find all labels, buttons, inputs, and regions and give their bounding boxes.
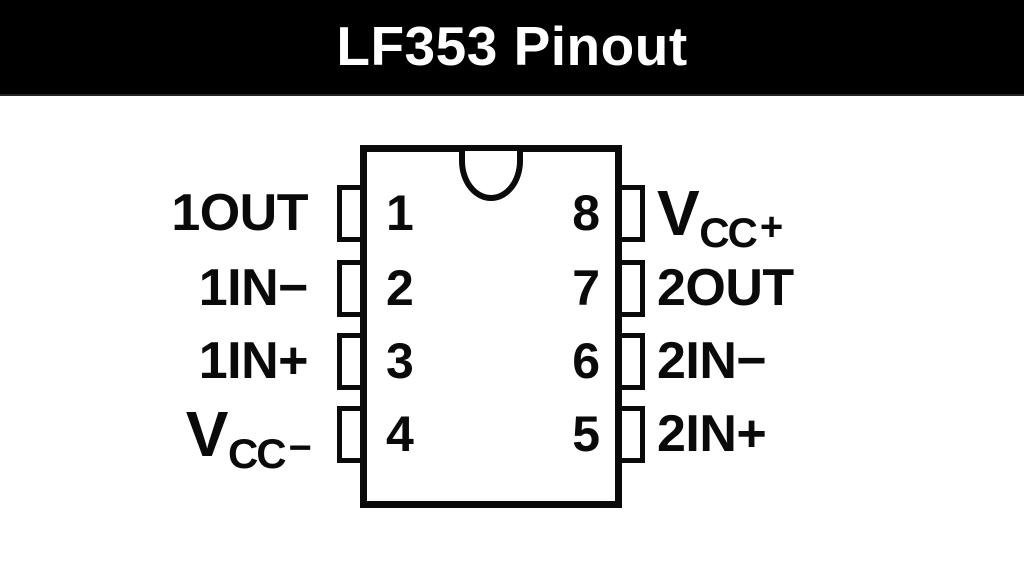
pin-label-text: 1OUT <box>171 184 308 242</box>
pin-label-sign: + <box>759 205 784 249</box>
pin-stub-6 <box>621 333 645 390</box>
pin-label-text: 2OUT <box>657 259 794 317</box>
pin-label-vcc-plus: VCC+ <box>657 181 997 256</box>
page-title: LF353 Pinout <box>336 15 688 77</box>
pin-number-2: 2 <box>386 260 414 316</box>
pin-label-text: 2IN− <box>657 332 767 390</box>
pin-label-2out: 2OUT <box>657 260 997 317</box>
pin-label-subscript: CC <box>699 209 758 256</box>
pin-label-1in-plus: 1IN+ <box>30 333 312 390</box>
pin-label-text: V <box>185 398 229 470</box>
pin-label-text: 2IN+ <box>657 405 767 463</box>
pin-stub-4 <box>337 406 361 463</box>
pin-stub-1 <box>337 185 361 242</box>
pin-label-vcc-minus: VCC− <box>30 402 312 477</box>
pin-label-text: 1IN− <box>198 259 309 317</box>
pin-number-7: 7 <box>572 260 600 316</box>
ic-chip-body <box>360 145 622 508</box>
pin-label-text: V <box>657 177 700 249</box>
pin-label-1out: 1OUT <box>30 185 312 242</box>
pin-stub-2 <box>337 260 361 317</box>
pin-label-sign: − <box>288 426 312 470</box>
pin-stub-5 <box>621 406 645 463</box>
pin-label-1in-minus: 1IN− <box>30 260 312 317</box>
pin-label-text: 1IN+ <box>198 332 309 390</box>
pin-label-2in-minus: 2IN− <box>657 333 997 390</box>
pin-number-5: 5 <box>572 406 600 462</box>
pin-number-3: 3 <box>386 333 414 389</box>
title-bar: LF353 Pinout <box>0 0 1024 96</box>
pin-number-1: 1 <box>386 185 414 241</box>
pin-stub-3 <box>337 333 361 390</box>
pin-stub-8 <box>621 185 645 242</box>
pin-stub-7 <box>621 260 645 317</box>
pin-number-8: 8 <box>572 185 600 241</box>
pin-label-2in-plus: 2IN+ <box>657 406 997 463</box>
pin-label-subscript: CC <box>227 430 287 477</box>
pin-number-4: 4 <box>386 406 414 462</box>
pin-number-6: 6 <box>572 333 600 389</box>
